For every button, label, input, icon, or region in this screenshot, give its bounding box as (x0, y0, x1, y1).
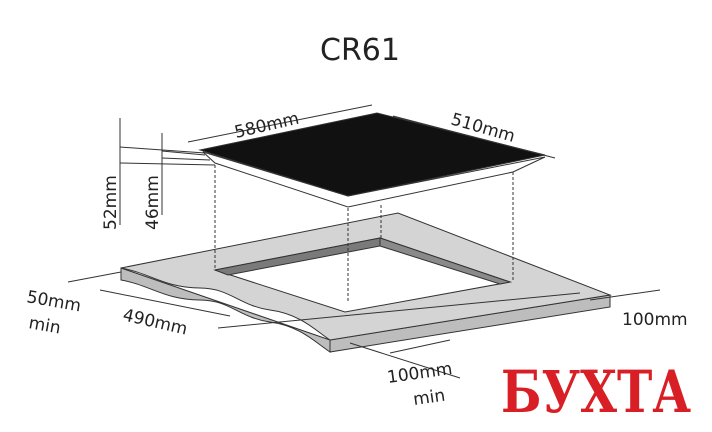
countertop (120, 212, 612, 353)
hob (198, 112, 546, 208)
side-clearance-note: min (27, 313, 62, 338)
height-body-label: 46mm (143, 175, 163, 230)
watermark-logo: БУХТА (501, 358, 691, 426)
dimension-lines (67, 104, 661, 379)
front-clearance-note: min (412, 386, 447, 410)
model-title: CR61 (320, 33, 400, 68)
back-clearance-label: 100mm (622, 310, 688, 330)
projection-lines (214, 165, 514, 302)
height-total-label: 52mm (101, 175, 121, 230)
cutout-depth-label: 490mm (121, 305, 189, 339)
front-clearance-label: 100mm (386, 359, 454, 388)
side-clearance-label: 50mm (25, 287, 82, 316)
